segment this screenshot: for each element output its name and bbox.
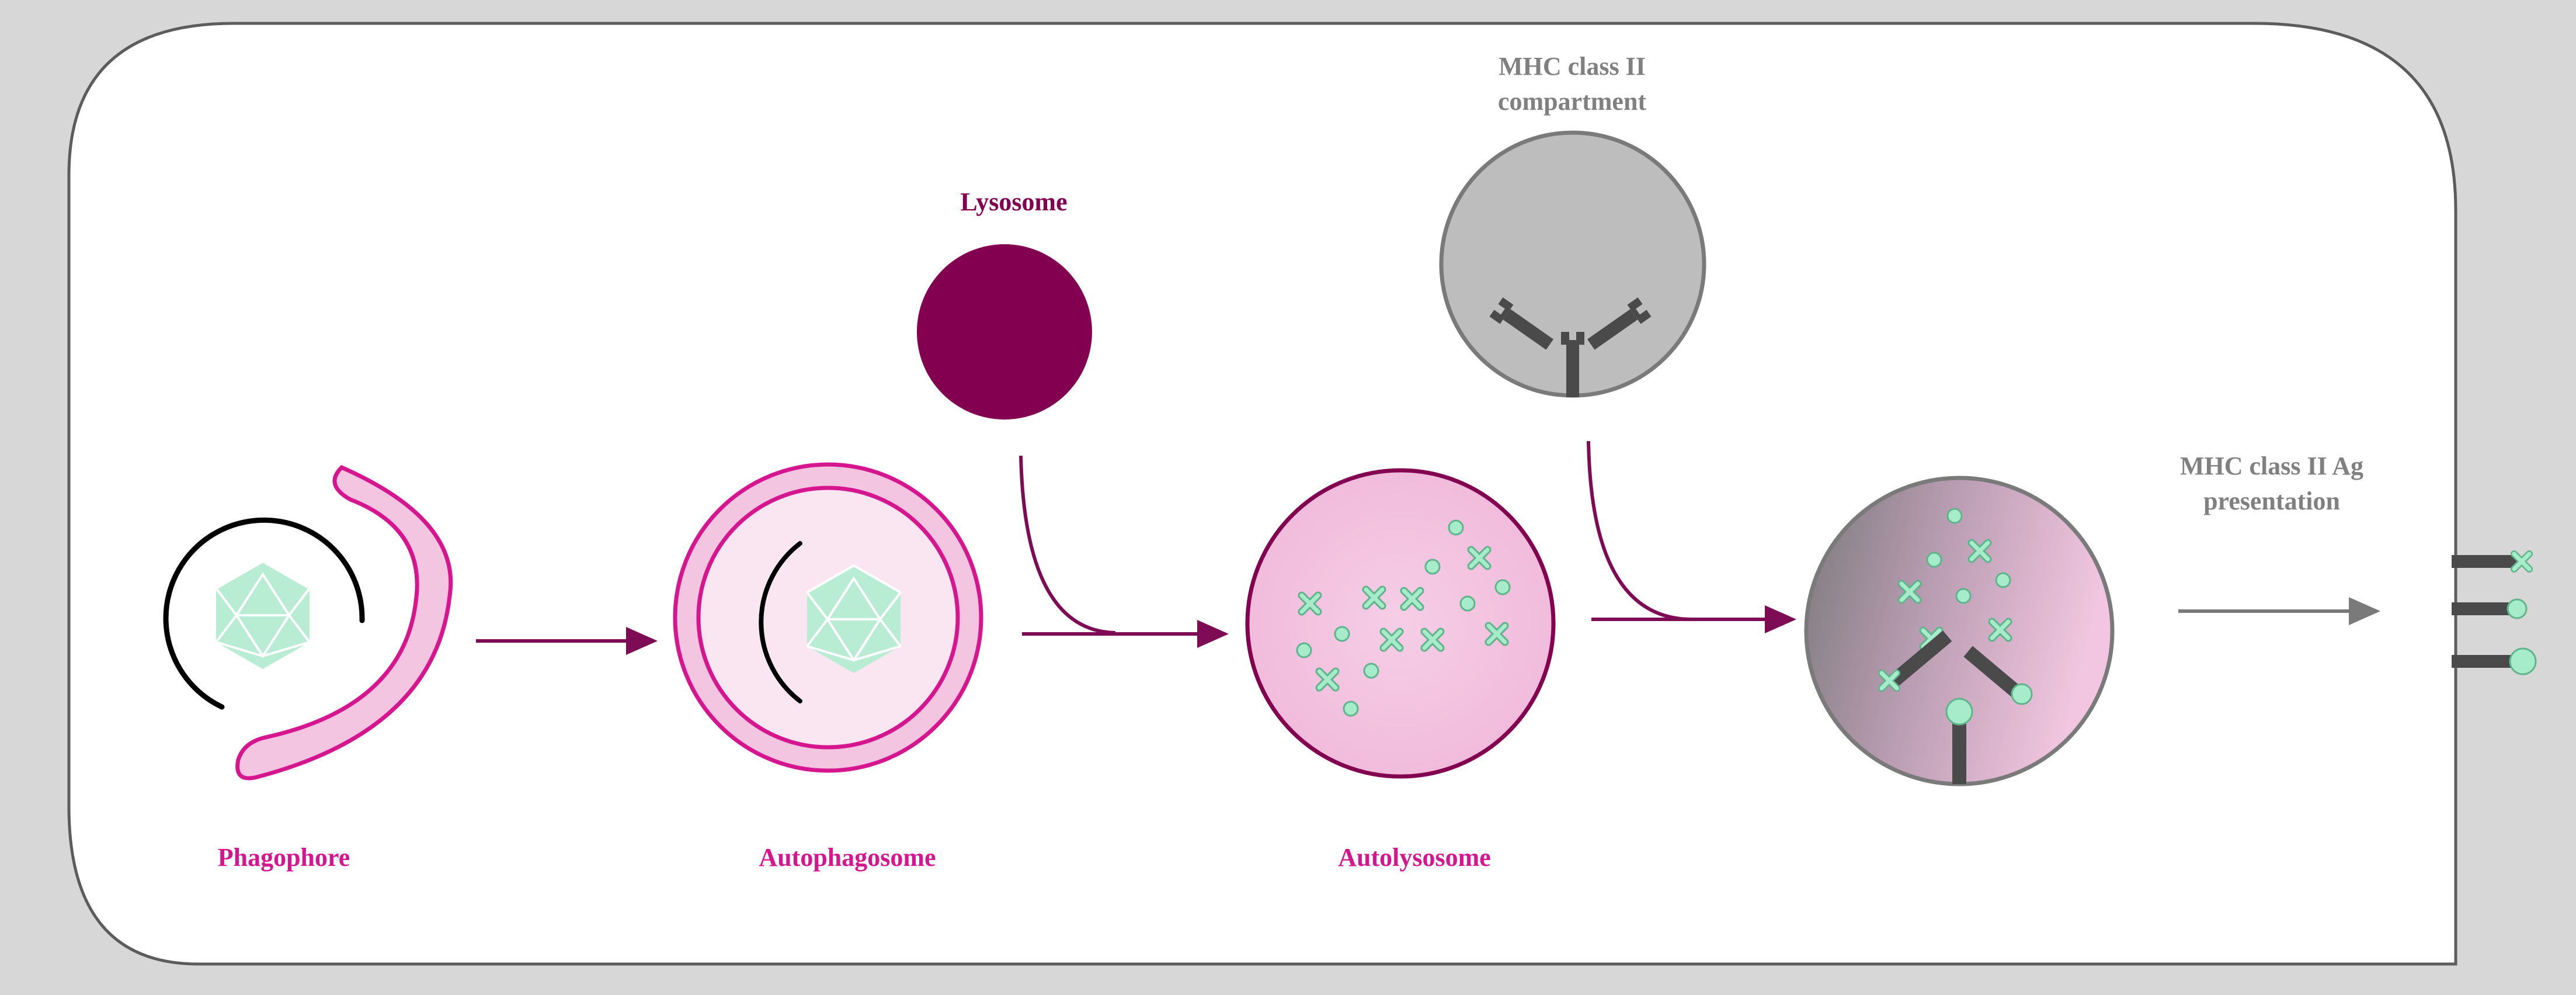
lysosome-label: Lysosome <box>960 188 1067 216</box>
peptide-fragment-icon <box>1955 588 1972 604</box>
peptide-fragments <box>1296 519 1511 717</box>
cell-membrane <box>67 22 2457 966</box>
autolysosome-body <box>1245 468 1556 779</box>
peptide-fragment-icon <box>2507 598 2528 619</box>
mhc-molecule-icon <box>2452 555 2517 568</box>
autolysosome: Autolysosome <box>1245 468 1556 872</box>
peptide-fragment-icon <box>2509 647 2537 675</box>
mhc-molecule-icon <box>2452 655 2517 668</box>
peptide-fragment-icon <box>1485 622 1509 646</box>
peptide-fragment-icon <box>2511 550 2533 573</box>
peptide-fragment-icon <box>1448 519 1464 536</box>
peptide-fragment-icon <box>1878 670 1900 692</box>
mhc-compartment-label-line2: compartment <box>1498 87 1646 116</box>
lysosome-body <box>917 244 1092 420</box>
mhc-molecule-icon <box>1561 332 1584 397</box>
peptide-fragment-icon <box>1334 626 1350 642</box>
lysosome-fusion-curve <box>1019 455 1116 635</box>
peptide-fragment-icon <box>1946 508 1963 524</box>
lysosome: Lysosome <box>917 188 1116 635</box>
peptide-fragment-icon <box>1379 627 1404 652</box>
peptide-fragment-icon <box>1296 642 1312 658</box>
mhc-molecule-icon <box>1885 630 1952 691</box>
virus-icon <box>215 560 311 669</box>
peptide-fragment-icon <box>1945 698 1973 726</box>
peptide-fragment-icon <box>1494 579 1511 595</box>
mhc-molecule-icon <box>1587 297 1652 350</box>
ag-presentation-label-line2: presentation <box>2203 487 2340 515</box>
peptide-fragment-icon <box>1988 618 2012 642</box>
autophagosome-label: Autophagosome <box>759 843 936 872</box>
peptide-fragment-icon <box>1362 585 1386 610</box>
mhc-molecule-icon <box>2452 602 2516 615</box>
surface-mhc-peptide-complex <box>2452 598 2528 619</box>
surface-mhc-peptide-complex <box>2452 550 2533 573</box>
peptide-fragment-icon <box>2011 683 2033 705</box>
mhc-ag-presentation: MHC class II Ag presentation <box>2178 452 2537 675</box>
peptide-fragment-icon <box>1343 701 1359 717</box>
phagophore-outer-membrane <box>235 464 453 781</box>
peptide-fragment-icon <box>1926 552 1942 568</box>
mhc-molecule-icon <box>1963 646 2026 702</box>
mhc-compartment-label-line1: MHC class II <box>1499 52 1646 81</box>
phagophore: Phagophore <box>163 464 453 872</box>
autophagosome-inner-arc <box>759 541 802 703</box>
peptide-fragment-icon <box>1897 580 1922 604</box>
autolysosome-label: Autolysosome <box>1338 843 1491 872</box>
mhc-molecule-icon <box>1489 297 1554 350</box>
peptide-fragment-icon <box>1363 663 1379 679</box>
virus-icon <box>806 564 902 673</box>
ag-presentation-label-line1: MHC class II Ag <box>2180 452 2363 480</box>
autophagosome: Autophagosome <box>673 462 983 872</box>
peptide-fragment-icon <box>1298 591 1322 616</box>
peptide-fragment-icon <box>1967 539 1992 563</box>
mhc-molecule-icon <box>1952 714 1966 784</box>
peptide-fragment-icon <box>1995 572 2011 588</box>
phagophore-inner-membrane <box>163 517 365 710</box>
peptide-fragment-icon <box>1315 667 1340 692</box>
peptide-fragment-icon <box>1420 627 1445 652</box>
peptide-fragment-icon <box>1424 559 1441 575</box>
phagophore-label: Phagophore <box>218 843 350 872</box>
peptide-fragment-icon <box>1459 595 1476 612</box>
mhc-class-ii-compartment: MHC class II compartment <box>1439 52 1706 621</box>
peptide-fragment-icon <box>1467 546 1492 570</box>
mhc-compartment-fusion-curve <box>1587 441 1691 621</box>
surface-mhc-peptide-complex <box>2452 647 2537 675</box>
peptide-loading-compartment <box>1804 476 2115 786</box>
peptide-fragment-icon <box>1400 587 1424 611</box>
